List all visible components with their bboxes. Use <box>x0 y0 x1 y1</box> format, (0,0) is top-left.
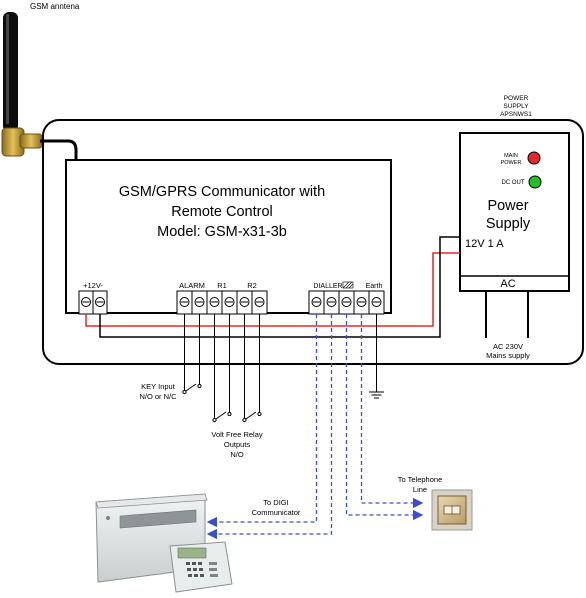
module-title-line-1: GSM/GPRS Communicator with <box>119 184 325 200</box>
psu-caption-1: POWER <box>504 95 529 102</box>
terminal-label-alarm: ALARM <box>179 281 205 290</box>
mains-label-2: Mains supply <box>486 351 530 360</box>
power-supply-box <box>459 132 570 292</box>
main-power-led <box>527 151 541 165</box>
psu-caption-2: SUPPLY <box>503 103 529 110</box>
digi-label-2: Communicator <box>252 508 301 517</box>
terminal-label-earth: Earth <box>366 283 383 290</box>
telephone-socket <box>431 489 473 531</box>
relay-label-2: Outputs <box>224 440 251 449</box>
psu-title-line-1: Power <box>487 198 528 214</box>
gsm-module-box <box>65 159 392 314</box>
keypad <box>169 541 233 593</box>
digi-label-1: To DIGI <box>263 498 288 507</box>
key-input-label-2: N/O or N/C <box>139 392 177 401</box>
dc-out-led <box>528 175 542 189</box>
gsm-antenna <box>1 12 43 157</box>
terminal-label-power: +12V- <box>83 281 103 290</box>
terminal-block-dialler <box>308 290 385 315</box>
module-title-line-3: Model: GSM-x31-3b <box>157 224 287 240</box>
telephone-label-1: To Telephone <box>398 475 442 484</box>
key-input-wires <box>182 314 202 395</box>
led-main-power-label-1: MAIN <box>504 153 518 159</box>
psu-rating: 12V 1 A <box>465 238 504 250</box>
telephone-label-2: Line <box>413 485 427 494</box>
terminal-label-r2: R2 <box>247 281 257 290</box>
wire-12v-positive <box>85 252 460 327</box>
antenna-label: GSM anntena <box>30 2 80 11</box>
led-main-power-label-2: POWER <box>501 160 522 166</box>
terminal-label-dialler: DIALLER <box>313 283 342 290</box>
terminal-label-r1: R1 <box>217 281 227 290</box>
earth-wire <box>369 314 384 399</box>
mains-label-1: AC 230V <box>493 342 523 351</box>
terminal-block-power <box>78 290 108 315</box>
relay-label-3: N/O <box>230 450 244 459</box>
led-dc-out-label: DC OUT <box>502 180 525 186</box>
relay-output-wires <box>212 314 262 423</box>
dialler-wires <box>206 314 424 540</box>
psu-title-line-2: Supply <box>486 216 531 232</box>
antenna-cable <box>40 139 78 160</box>
psu-ac-label: AC <box>500 278 515 290</box>
ac-mains-wires <box>485 291 529 338</box>
hatched-terminal-symbol <box>342 281 354 289</box>
module-title-line-2: Remote Control <box>171 204 273 220</box>
enclosure <box>42 119 584 365</box>
wire-12v-negative <box>99 236 460 338</box>
terminal-block-alarm-relays <box>176 290 268 315</box>
key-input-label-1: KEY Input <box>141 382 176 391</box>
relay-label-1: Volt Free Relay <box>211 430 263 439</box>
psu-caption-3: APSNWS1 <box>500 111 532 118</box>
